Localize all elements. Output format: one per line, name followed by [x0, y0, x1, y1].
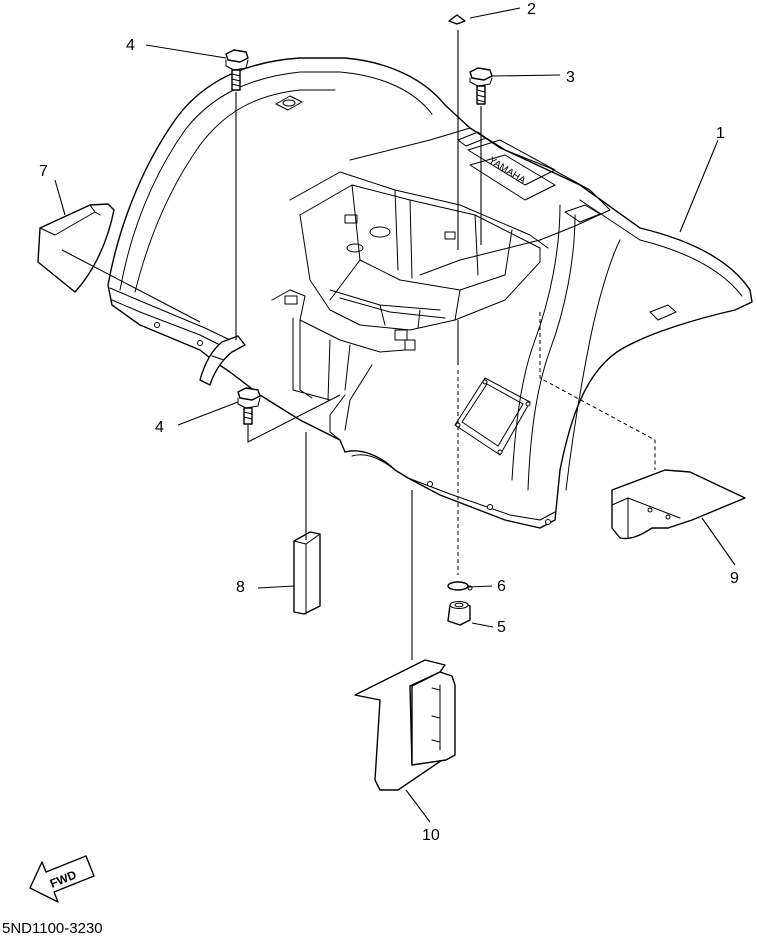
mud-flap-left	[37, 203, 115, 293]
washer-part	[447, 581, 473, 591]
callout-labels: 1 2 3 4 4 5 6 7 8 9 10	[39, 1, 739, 844]
callout-3: 3	[566, 69, 575, 86]
callout-4-lower: 4	[155, 419, 164, 436]
callout-7: 7	[39, 163, 48, 180]
assembly-lines	[61, 30, 656, 660]
drawing-code: 5ND1100-3230	[2, 920, 103, 936]
side-flap-strip	[293, 531, 321, 615]
callout-1: 1	[716, 125, 725, 142]
callout-6: 6	[497, 578, 506, 595]
leader-lines	[54, 7, 736, 823]
cap-part	[448, 14, 466, 25]
grommet-part	[447, 601, 471, 626]
bolt-part-3	[469, 67, 493, 105]
callout-5: 5	[497, 619, 506, 636]
bolt-part-4-upper	[225, 49, 249, 91]
callout-9: 9	[730, 570, 739, 587]
callout-4-upper: 4	[126, 37, 135, 54]
callout-10: 10	[422, 827, 440, 844]
lower-guard-panel	[354, 659, 456, 791]
forward-direction-arrow: FWD	[29, 855, 95, 903]
callout-8: 8	[236, 579, 245, 596]
mud-guard-right	[611, 469, 746, 540]
rear-fender: YAMAHA	[107, 57, 753, 529]
bolt-part-4-lower	[237, 387, 261, 425]
callout-2: 2	[527, 1, 536, 18]
